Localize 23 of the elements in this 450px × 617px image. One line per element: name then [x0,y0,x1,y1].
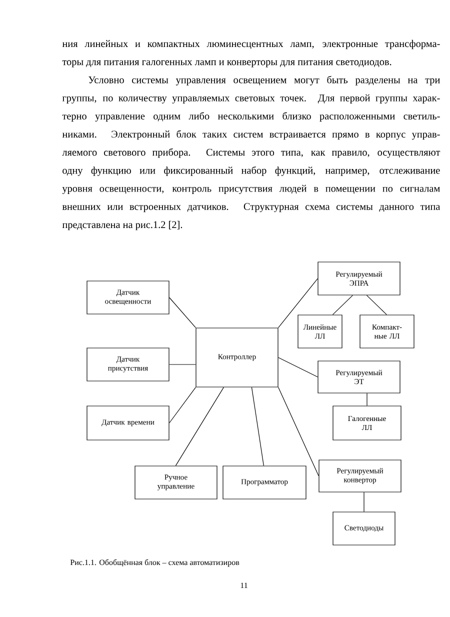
connector-line [366,295,387,315]
text-line: никами. Электронный блок таких систем встраивается прямо в корпус управ- [62,130,440,140]
connector-line [278,278,318,328]
text-line: одну функцию или фиксированный набор функций, например, отслеживание [62,166,440,176]
text-line: представлена на рис.1.2 [2]. [62,220,182,230]
text-line: Условно системы управления освещением могут быть разделены на три [88,76,440,86]
connector-line [332,295,353,315]
text-line: группы, по количеству управляемых световых точек. Для первой группы харак- [62,94,440,104]
connector-line [169,364,196,365]
connector-line [251,387,264,466]
text-line: терно управление одним либо несколькими близко расположенными светиль- [62,112,440,122]
connector-line [169,387,196,424]
connector-line [169,297,196,328]
figure-caption: Рис.1.1. Обобщённая блок – схема автоматизиров [70,559,240,567]
connector-line [366,393,368,406]
connector-line [175,387,224,466]
text-line: внешних или встроенных датчиков. Структурная схема системы данного типа [62,203,440,212]
connector-line [278,357,318,378]
text-line: ляемого светового прибора. Системы этого типа, как правило, осуществляют [62,148,440,158]
text-line: торы для питания галогенных ламп и конверторы для питания светодиодов. [62,60,392,68]
page-number: 11 [240,582,248,588]
text-line: ния линейных и компактных люминесцентных ламп, электронные трансформа- [62,40,440,50]
text-line: уровня освещенности, контроль присутствия людей в помещении по сигналам [62,184,440,194]
